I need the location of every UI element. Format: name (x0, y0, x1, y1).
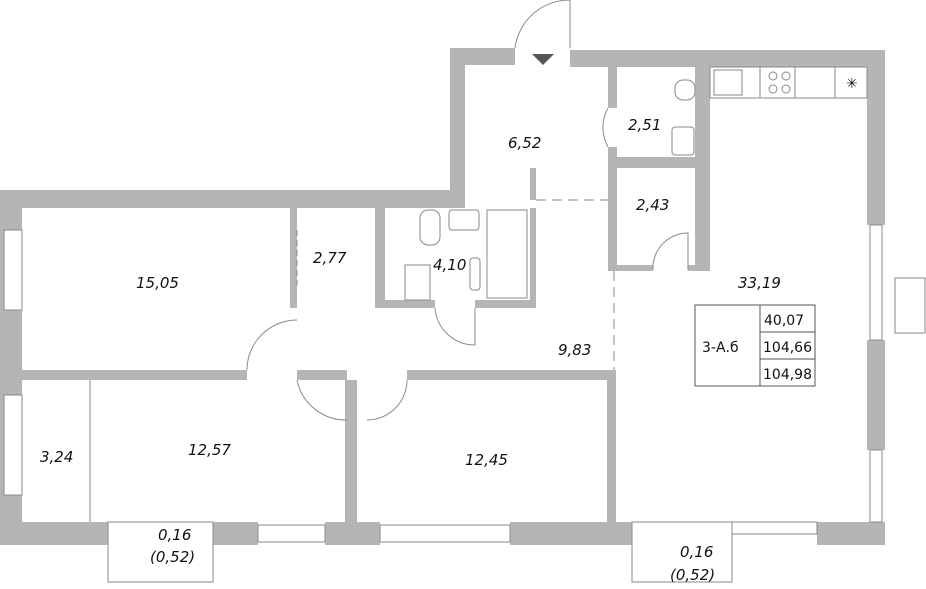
towel-rail-icon (469, 257, 481, 291)
fridge-icon: ✳ (846, 76, 858, 92)
room-area-bedroom-1: 15,05 (136, 274, 179, 292)
balcony-area: 0,16 (158, 526, 191, 544)
wc-sink-icon (671, 126, 695, 156)
toilet-icon (674, 79, 696, 101)
bathtub-icon (486, 209, 528, 299)
room-area-hall: 6,52 (508, 134, 541, 152)
kitchen-sink-icon (713, 69, 743, 96)
room-area-living-kitchen: 33,19 (738, 274, 781, 292)
windows (3, 224, 926, 583)
washing-machine-icon (404, 264, 431, 301)
room-area-loggia: 3,24 (40, 448, 73, 466)
balcony-area-full: (0,52) (150, 548, 195, 566)
room-area-bedroom-3: 12,45 (465, 451, 508, 469)
entry-marker-icon (532, 54, 554, 65)
total-area-with-balconies: 104,98 (763, 367, 812, 383)
walls (0, 48, 885, 545)
room-area-bedroom-2: 12,57 (188, 441, 231, 459)
room-labels: 6,52 2,51 2,43 33,19 15,05 2,77 4,10 9,8… (40, 116, 781, 584)
apartment-code: 3-А.б (702, 340, 739, 356)
bath-sink-icon (448, 209, 480, 231)
total-area: 104,66 (763, 340, 812, 356)
apartment-info-table: 3-А.б 40,07 104,66 104,98 (694, 304, 816, 387)
room-area-closet: 2,77 (313, 249, 347, 267)
fixtures: ✳ (404, 66, 868, 301)
room-area-wc: 2,51 (628, 116, 661, 134)
doors (89, 0, 689, 522)
living-area: 40,07 (764, 313, 804, 329)
balcony-area-full: (0,52) (670, 566, 715, 584)
room-area-storage: 2,43 (636, 196, 669, 214)
room-area-bathroom: 4,10 (433, 256, 466, 274)
toilet-icon (419, 209, 441, 246)
room-area-corridor: 9,83 (558, 341, 591, 359)
stove-icon (768, 71, 791, 94)
balcony-area: 0,16 (680, 543, 713, 561)
